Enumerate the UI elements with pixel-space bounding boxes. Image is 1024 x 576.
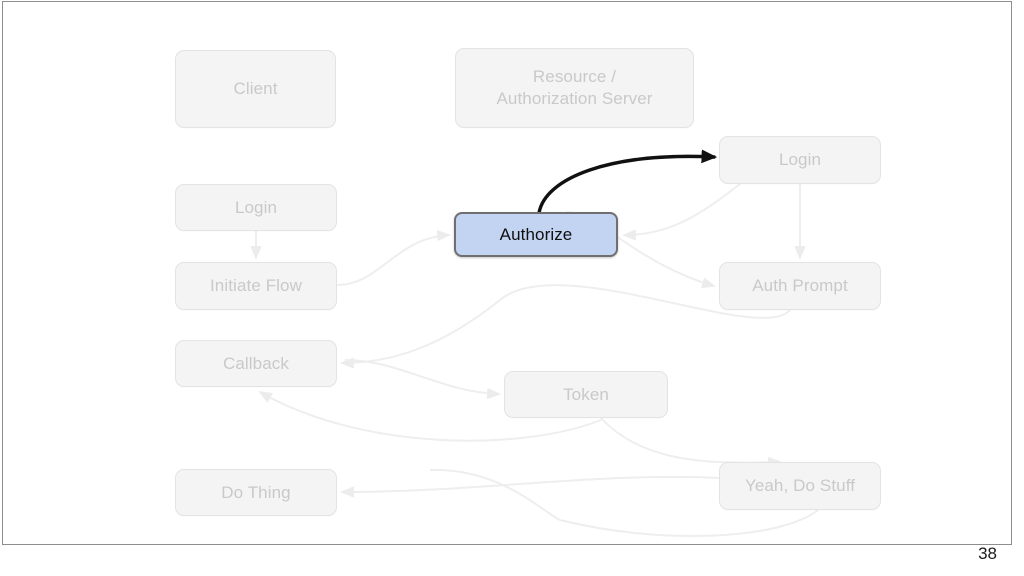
node-yeah-do-stuff-label: Yeah, Do Stuff [744, 476, 856, 496]
edge-token-to-callback [258, 390, 602, 442]
node-callback[interactable]: Callback [175, 340, 337, 387]
node-resource-authorization-server[interactable]: Resource / Authorization Server [455, 48, 694, 128]
edge-login-right-to-authorize [621, 183, 741, 241]
node-client-label: Client [233, 79, 278, 99]
edge-initiate-flow-to-authorize [336, 230, 452, 286]
node-authorize-label: Authorize [499, 224, 573, 244]
node-token-label: Token [563, 384, 609, 404]
edge-callback-to-token [344, 359, 502, 400]
node-callback-label: Callback [223, 353, 289, 373]
edge-token-to-yeah-do-stuff [600, 417, 783, 469]
page-number: 38 [978, 544, 997, 563]
edge-authorize-to-login-right-active [537, 149, 718, 215]
edge-yeah-do-stuff-to-do-thing [339, 475, 720, 498]
node-login-left-label: Login [234, 197, 278, 217]
edge-do-thing-to-yeah-do-stuff [559, 509, 819, 537]
node-do-thing[interactable]: Do Thing [175, 469, 337, 516]
node-client[interactable]: Client [175, 50, 336, 128]
node-initiate-flow-label: Initiate Flow [209, 276, 302, 296]
node-authorize[interactable]: Authorize [454, 212, 618, 257]
node-resource-authorization-server-label: Resource / Authorization Server [496, 67, 653, 108]
edge-auth-prompt-to-callback [339, 284, 791, 369]
node-do-thing-label: Do Thing [221, 482, 291, 502]
node-login-left[interactable]: Login [175, 184, 337, 231]
node-auth-prompt-label: Auth Prompt [752, 276, 848, 296]
edge-callback-to-do-thing [429, 468, 561, 521]
node-yeah-do-stuff[interactable]: Yeah, Do Stuff [719, 462, 881, 510]
node-token[interactable]: Token [504, 371, 668, 418]
node-auth-prompt[interactable]: Auth Prompt [719, 262, 881, 310]
node-login-right[interactable]: Login [719, 136, 881, 184]
node-login-right-label: Login [778, 150, 822, 170]
node-initiate-flow[interactable]: Initiate Flow [175, 262, 337, 310]
